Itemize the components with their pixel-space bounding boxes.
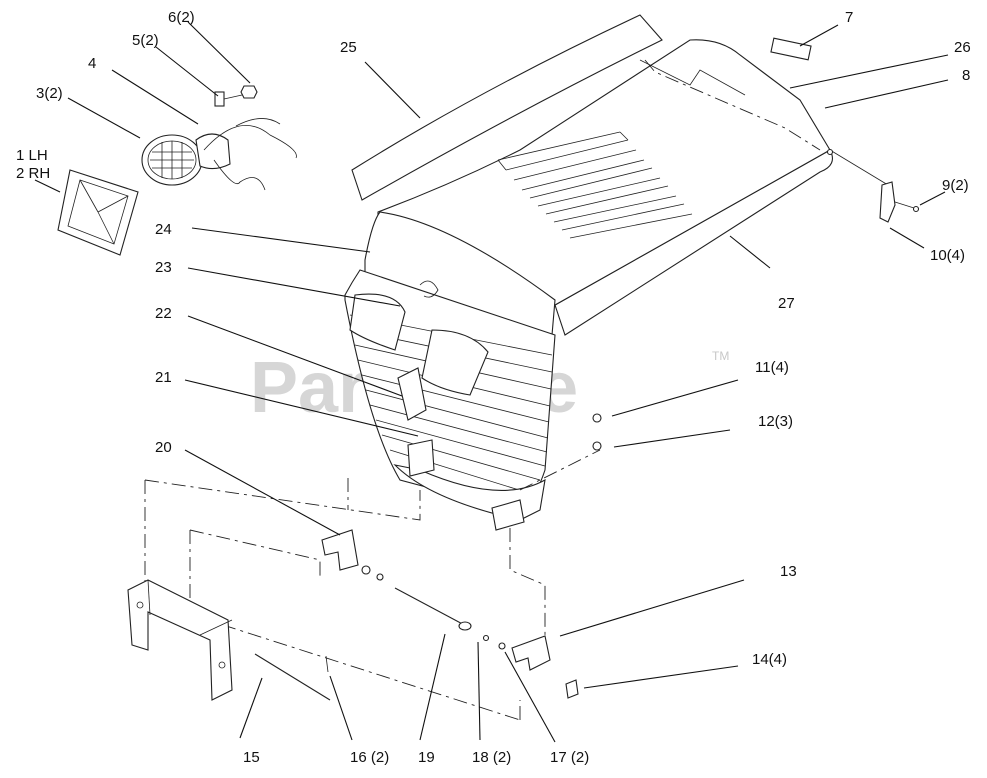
hinge-bracket-20 [321, 529, 359, 571]
right-mount-bracket [491, 499, 525, 531]
hood-top-panel [351, 14, 663, 201]
hood-vents [497, 131, 693, 239]
lamp-grid [150, 141, 194, 179]
washers [519, 413, 602, 491]
callout-4: 4 [88, 55, 96, 72]
callout-labels: 6(2) 5(2) 4 3(2) 1 LH 2 RH 25 7 26 8 9(2… [16, 9, 971, 766]
right-headlight-opening [421, 329, 489, 396]
callout-16: 16 (2) [350, 749, 389, 766]
latch-pin [912, 205, 920, 213]
bolt-14 [565, 679, 579, 699]
hood-body [344, 39, 833, 531]
left-headlight-opening [349, 293, 406, 351]
callout-5: 5(2) [132, 32, 159, 49]
callout-12: 12(3) [758, 413, 793, 430]
pivot-rod [254, 653, 331, 701]
callout-18: 18 (2) [472, 749, 511, 766]
callout-3: 3(2) [36, 85, 63, 102]
lamp-wire [203, 125, 297, 159]
callout-19: 19 [418, 749, 435, 766]
headlight-assembly [57, 85, 297, 256]
callout-10: 10(4) [930, 247, 965, 264]
frame-bracket [127, 579, 233, 701]
callout-24: 24 [155, 221, 172, 238]
hood-top-strip [351, 14, 663, 201]
washer-11 [592, 413, 602, 423]
leader-lines [34, 21, 949, 743]
washer-12 [592, 441, 602, 451]
watermark-tm: TM [712, 349, 729, 363]
hinge-bracket-13 [511, 635, 551, 671]
hinge-shaft [394, 587, 471, 629]
cotter-pin [325, 655, 329, 673]
callout-25: 25 [340, 39, 357, 56]
callout-27: 27 [778, 295, 795, 312]
callout-7: 7 [845, 9, 853, 26]
hex-nut [240, 85, 258, 99]
callout-1: 1 LH [16, 147, 48, 164]
callout-21: 21 [155, 369, 172, 386]
callout-9: 9(2) [942, 177, 969, 194]
callout-6: 6(2) [168, 9, 195, 26]
callout-14: 14(4) [752, 651, 787, 668]
lamp-bracket [195, 133, 231, 170]
callout-17: 17 (2) [550, 749, 589, 766]
callout-8: 8 [962, 67, 970, 84]
bushing-17 [498, 642, 506, 650]
callout-23: 23 [155, 259, 172, 276]
callout-11: 11(4) [755, 359, 789, 376]
hood-emblem [419, 280, 439, 298]
bumper-pad [770, 37, 812, 61]
callout-22: 22 [155, 305, 172, 322]
hood-rear-parts [770, 37, 920, 223]
hood-mount-bracket [407, 439, 435, 477]
grille-slats [349, 314, 553, 495]
hinge-assembly [127, 478, 579, 721]
callout-20: 20 [155, 439, 172, 456]
callout-26: 26 [954, 39, 971, 56]
callout-13: 13 [780, 563, 797, 580]
latch-plate [397, 367, 427, 421]
callout-2: 2 RH [16, 165, 50, 182]
callout-15: 15 [243, 749, 260, 766]
hood-latch-spring [879, 181, 896, 223]
